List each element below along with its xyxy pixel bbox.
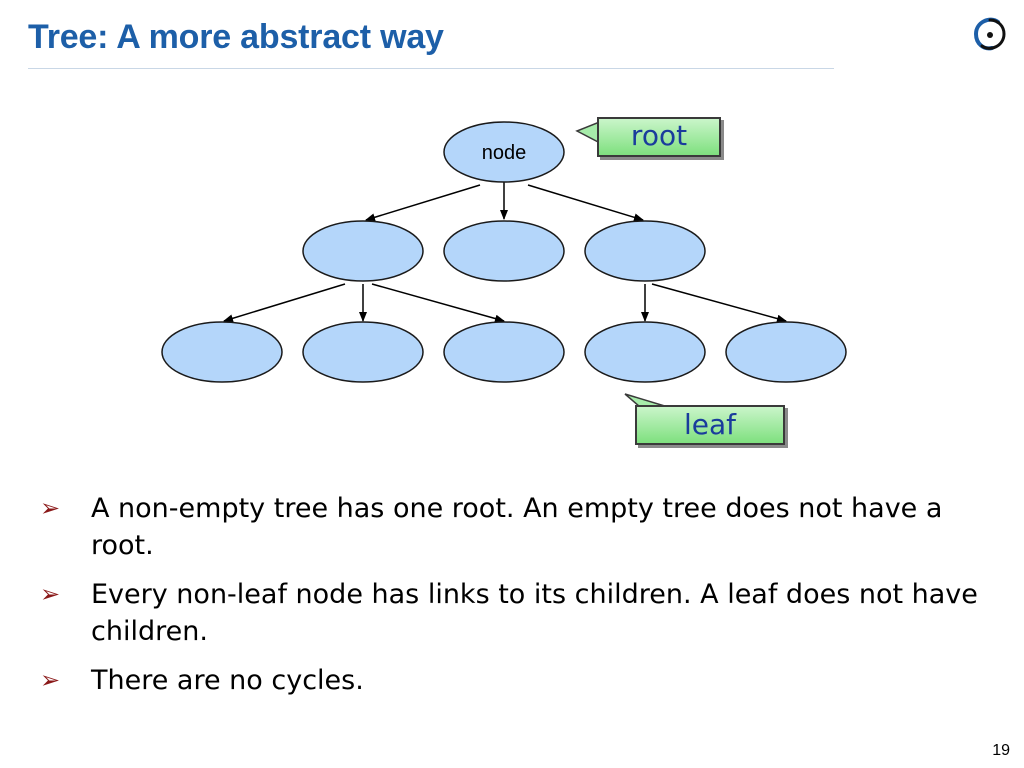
bullet-item: ➢ Every non-leaf node has links to its c… (40, 576, 990, 650)
page-number: 19 (992, 742, 1010, 759)
bullet-item: ➢ A non-empty tree has one root. An empt… (40, 490, 990, 564)
tree-edge (223, 283, 346, 323)
bullet-text: There are no cycles. (91, 665, 364, 696)
tree-leaf-node (584, 321, 706, 383)
arrow-bullet-icon: ➢ (40, 666, 61, 694)
tree-leaf-node (302, 321, 424, 383)
tree-leaf-node (161, 321, 283, 383)
root-node-label: node (482, 142, 527, 164)
logo-icon (973, 17, 1006, 51)
arrow-bullet-icon: ➢ (40, 494, 61, 522)
bullet-text: Every non-leaf node has links to its chi… (91, 579, 978, 647)
tree-node (584, 220, 706, 282)
tree-leaf-node (725, 321, 847, 383)
arrow-bullet-icon: ➢ (40, 580, 61, 608)
tree-leaf-node (443, 321, 565, 383)
bullet-list: ➢ A non-empty tree has one root. An empt… (40, 490, 990, 711)
leaf-callout: leaf (635, 405, 785, 445)
title-divider (28, 68, 834, 69)
tree-edge (527, 184, 644, 222)
tree-edge (651, 283, 787, 323)
tree-edge (371, 283, 505, 323)
tree-edge (365, 184, 481, 222)
tree-diagram: node (161, 119, 847, 408)
bullet-item: ➢ There are no cycles. (40, 662, 990, 699)
slide-title: Tree: A more abstract way (28, 18, 444, 56)
root-callout: root (597, 117, 721, 157)
tree-node (302, 220, 424, 282)
tree-node-root (443, 121, 565, 183)
bullet-text: A non-empty tree has one root. An empty … (91, 493, 943, 561)
tree-node (443, 220, 565, 282)
